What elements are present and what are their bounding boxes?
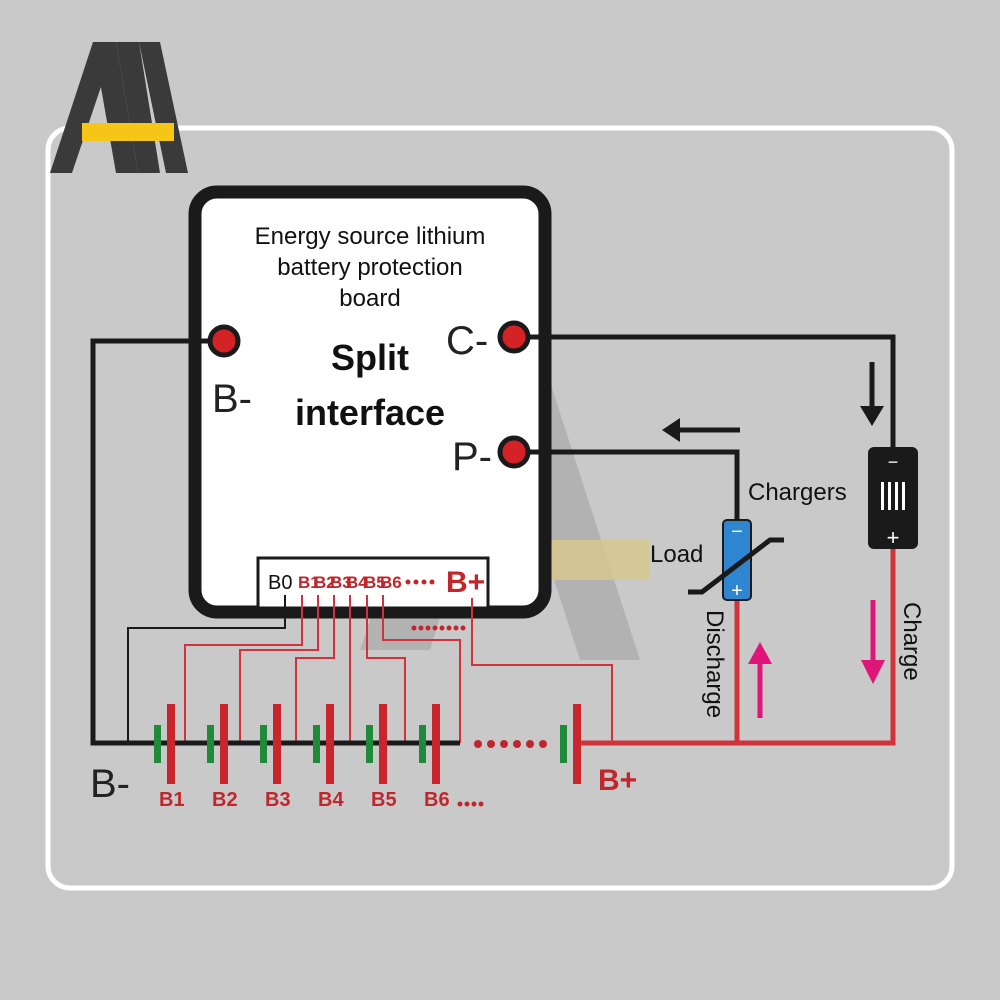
- protection-board: [188, 185, 552, 619]
- cell-last: [560, 704, 581, 784]
- pack-b-minus-label: B-: [90, 762, 130, 806]
- cell-label-b6: B6: [424, 789, 450, 811]
- board-title-line-3: board: [339, 285, 400, 312]
- connector-pin-labels: B1 B2 B3 B4 B5 B6: [298, 573, 402, 592]
- split-label-line-2: interface: [295, 392, 445, 433]
- balance-wires: [184, 595, 613, 743]
- battery-cells: [154, 704, 581, 784]
- charge-down-arrow: [861, 600, 885, 684]
- b0-sense-wire: [127, 595, 286, 743]
- discharge-flow-arrow: [662, 418, 740, 442]
- cell-label-b3: B3: [265, 789, 291, 811]
- charge-flow-arrow: [860, 362, 884, 426]
- c-minus-terminal-label: C-: [446, 319, 488, 363]
- balance-connector: [256, 556, 490, 610]
- pack-b-plus-label: B+: [598, 764, 637, 797]
- brand-logo: [50, 42, 188, 173]
- b-plus-main-wire: [575, 548, 896, 746]
- discharge-up-arrow: [748, 642, 772, 718]
- cell-label-b5: B5: [371, 789, 397, 811]
- connector-b4-label: B4: [346, 573, 368, 592]
- p-minus-wire: [528, 449, 740, 520]
- balance-wire-ellipsis: [411, 625, 466, 631]
- board-title-line-2: battery protection: [277, 254, 462, 281]
- connector-b0-label: B0: [268, 572, 292, 594]
- p-minus-terminal-label: P-: [452, 435, 492, 479]
- cell-label-b1: B1: [159, 789, 185, 811]
- charger-plus-sign: +: [887, 525, 900, 550]
- split-label-line-1: Split: [331, 337, 409, 378]
- cell-b4: [313, 704, 334, 784]
- discharge-label: Discharge: [701, 610, 728, 718]
- cell-b5: [366, 704, 387, 784]
- chargers-label: Chargers: [748, 479, 847, 506]
- cell-b6: [419, 704, 440, 784]
- cell-label-b4: B4: [318, 789, 344, 811]
- connector-ellipsis: [405, 579, 435, 585]
- b-minus-terminal-label: B-: [212, 377, 252, 421]
- load-minus-sign: −: [731, 521, 743, 543]
- board-title-line-1: Energy source lithium: [255, 223, 486, 250]
- c-minus-terminal: [497, 320, 531, 354]
- connector-b-plus-label: B+: [446, 566, 485, 599]
- cell-b1: [154, 704, 175, 784]
- b-minus-main-wire: [90, 338, 210, 746]
- connector-b1-label: B1: [298, 573, 320, 592]
- charge-label: Charge: [898, 602, 925, 681]
- charger-minus-sign: −: [888, 452, 899, 472]
- cell-b2: [207, 704, 228, 784]
- load-plus-sign: +: [731, 580, 743, 602]
- cell-chain-ellipsis: [474, 740, 547, 748]
- connector-b3-label: B3: [330, 573, 352, 592]
- outer-frame: [45, 125, 955, 891]
- charger-element: − +: [868, 447, 918, 550]
- connector-b2-label: B2: [314, 573, 336, 592]
- connector-b5-label: B5: [364, 573, 386, 592]
- cell-label-b2: B2: [212, 789, 238, 811]
- p-minus-terminal: [497, 435, 531, 469]
- connector-b6-label: B6: [380, 573, 402, 592]
- black-wires: [90, 334, 896, 746]
- b-minus-terminal: [207, 324, 241, 358]
- load-element: − +: [688, 519, 784, 602]
- c-minus-wire: [528, 334, 896, 448]
- cell-label-ellipsis: [457, 801, 484, 807]
- load-label: Load: [650, 541, 703, 568]
- cell-b3: [260, 704, 281, 784]
